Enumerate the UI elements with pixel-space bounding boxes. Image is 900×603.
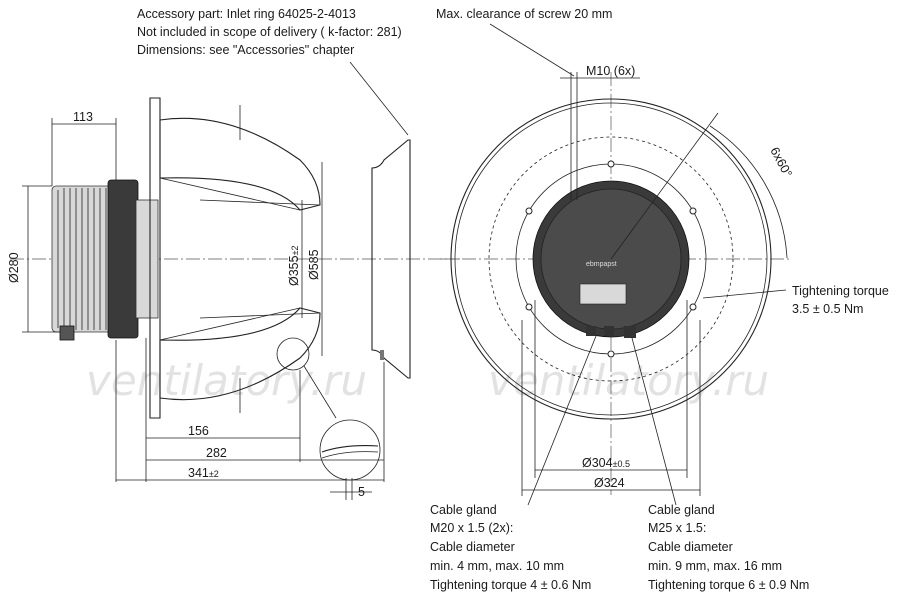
bolt-hole	[525, 207, 533, 215]
cable-gland-m20	[604, 326, 614, 336]
rotor-shell	[107, 179, 139, 339]
gland-right-line-4: min. 9 mm, max. 16 mm	[648, 559, 782, 573]
cable-gland-m20	[586, 326, 596, 336]
front-dimensions: Ø304±0.5 Ø324 M10 (6x)	[521, 64, 701, 496]
impeller-outer	[450, 98, 772, 420]
angle-note: 6x60°	[767, 145, 794, 180]
torque-line-2: 3.5 ± 0.5 Nm	[792, 302, 863, 316]
gland-left-line-2: M20 x 1.5 (2x):	[430, 521, 513, 535]
accessory-note: Accessory part: Inlet ring 64025-2-4013 …	[137, 7, 402, 57]
hub	[135, 199, 159, 319]
gland-right-line-5: Tightening torque 6 ± 0.9 Nm	[648, 578, 809, 592]
dim-324: Ø324	[594, 476, 625, 490]
dim-304: Ø304±0.5	[582, 456, 630, 470]
gland-right-line-3: Cable diameter	[648, 540, 733, 554]
screw-label: M10 (6x)	[586, 64, 635, 78]
cable-gland-right-note: Cable gland M25 x 1.5: Cable diameter mi…	[648, 503, 809, 592]
dim-5: 5	[358, 485, 365, 499]
accessory-line-2: Not included in scope of delivery ( k-fa…	[137, 25, 402, 39]
dim-282: 282	[206, 446, 227, 460]
bolt-hole	[607, 350, 615, 358]
gland-left-line-5: Tightening torque 4 ± 0.6 Nm	[430, 578, 591, 592]
gland-right-line-2: M25 x 1.5:	[648, 521, 706, 535]
blade-circle	[488, 136, 734, 382]
torque-note: Tightening torque 3.5 ± 0.5 Nm	[792, 284, 889, 316]
front-view: ebmpapst	[440, 72, 790, 495]
torque-line-1: Tightening torque	[792, 284, 889, 298]
bolt-hole	[607, 160, 615, 168]
dim-585: Ø585	[307, 249, 321, 280]
side-dimensions: 113 Ø280 Ø355±2 Ø585 156 282 341±2 5	[7, 110, 385, 500]
dim-156: 156	[188, 424, 209, 438]
dim-341: 341±2	[188, 466, 219, 480]
leader-lines	[349, 23, 787, 506]
dim-280: Ø280	[7, 252, 21, 283]
gland-left-line-4: min. 4 mm, max. 10 mm	[430, 559, 564, 573]
dim-113: 113	[73, 110, 93, 124]
inlet-ring-bolt	[380, 350, 384, 360]
gland-right-line-1: Cable gland	[648, 503, 715, 517]
detail-circle-small	[276, 337, 310, 371]
accessory-line-1: Accessory part: Inlet ring 64025-2-4013	[137, 7, 356, 21]
cable-gland-side	[59, 325, 75, 341]
nameplate	[579, 283, 627, 305]
blade-upper	[159, 117, 321, 211]
cable-gland-m25	[624, 326, 636, 338]
clearance-note: Max. clearance of screw 20 mm	[436, 7, 612, 21]
gland-left-line-3: Cable diameter	[430, 540, 515, 554]
accessory-line-3: Dimensions: see "Accessories" chapter	[137, 43, 354, 57]
watermark-left: ventilatory.ru	[86, 356, 367, 405]
impeller-backplate	[149, 97, 161, 419]
bolt-hole	[525, 303, 533, 311]
side-view	[10, 97, 460, 481]
bolt-hole	[689, 207, 697, 215]
angle-arc	[709, 125, 788, 259]
cable-gland-left-note: Cable gland M20 x 1.5 (2x): Cable diamet…	[430, 503, 591, 592]
gland-left-line-1: Cable gland	[430, 503, 497, 517]
bolt-hole	[689, 303, 697, 311]
motor-logo: ebmpapst	[586, 261, 617, 268]
blade-lower	[159, 307, 321, 401]
impeller-rim	[454, 102, 768, 416]
detail-profile	[321, 445, 379, 453]
dim-355: Ø355±2	[287, 245, 301, 286]
